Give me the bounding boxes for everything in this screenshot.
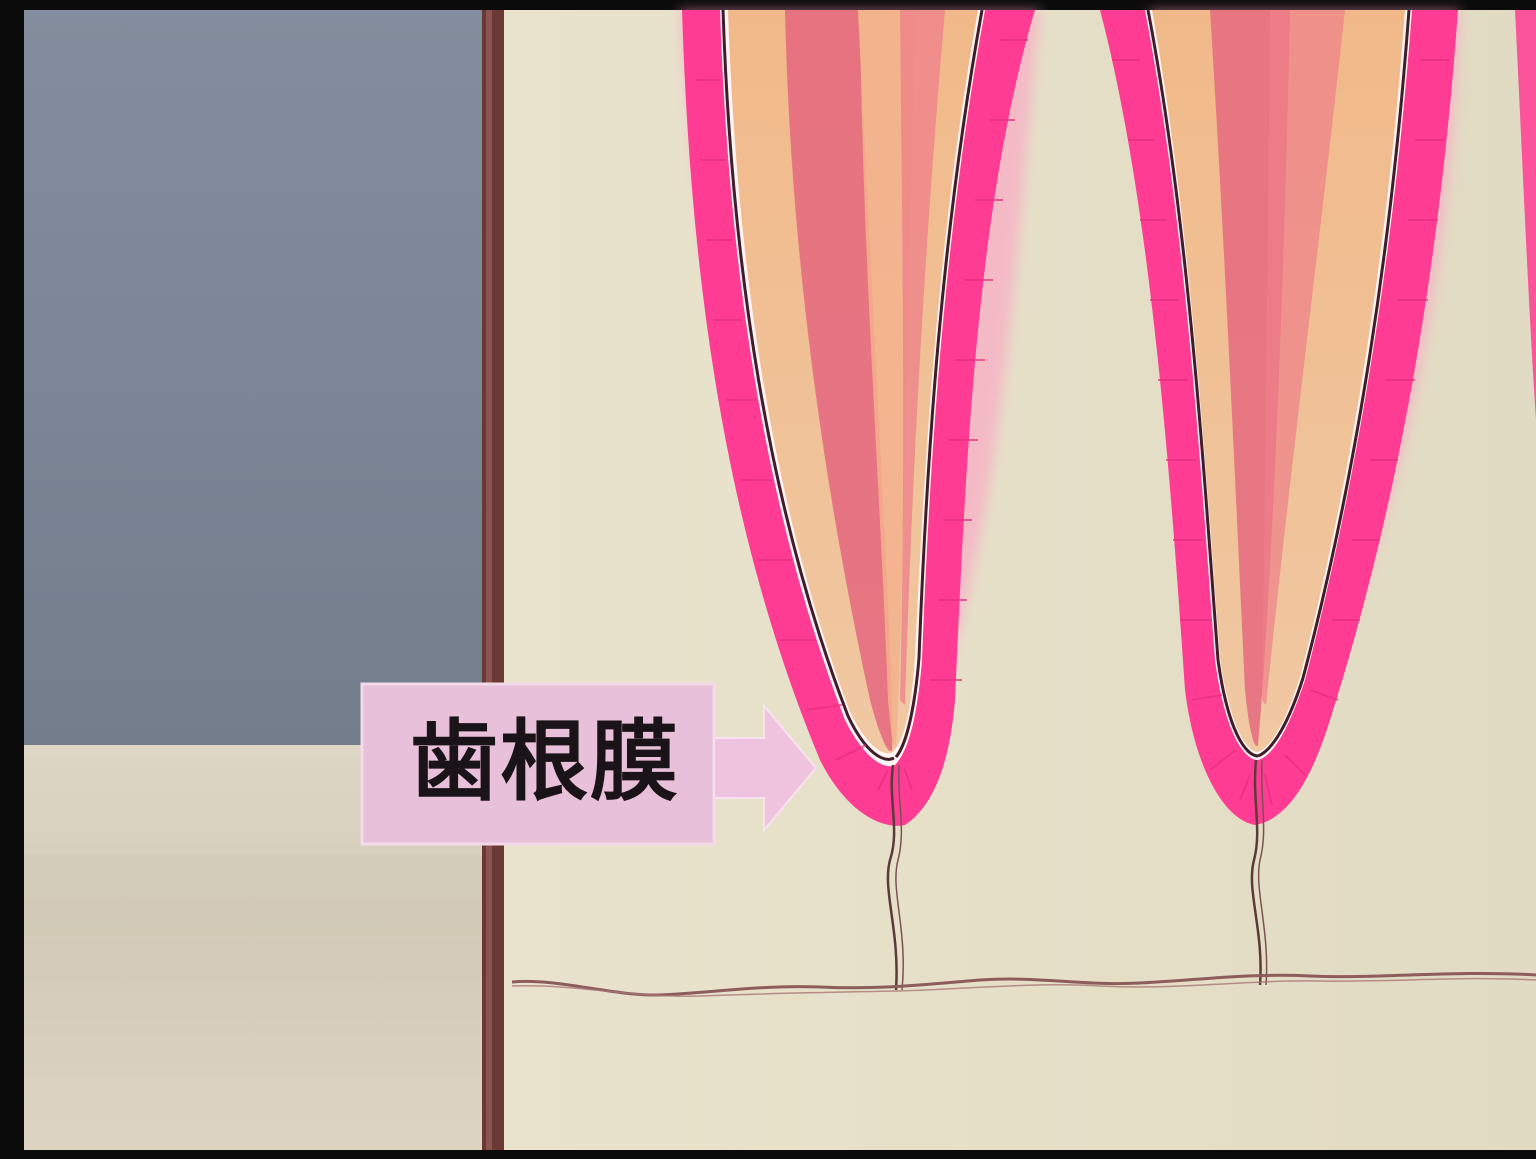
adjacent-tooth-edge — [1515, 10, 1536, 420]
caption-label: 歯根膜 — [409, 710, 680, 813]
board-edge — [482, 10, 504, 1150]
caption-card — [362, 684, 714, 844]
right-root-nerve — [1250, 759, 1262, 986]
background-wall — [24, 10, 494, 745]
left-root — [682, 9, 1035, 991]
right-arrow-icon — [713, 703, 818, 833]
floor-shadow — [24, 855, 494, 935]
right-root — [1100, 9, 1458, 986]
left-root-nerve — [886, 764, 898, 991]
